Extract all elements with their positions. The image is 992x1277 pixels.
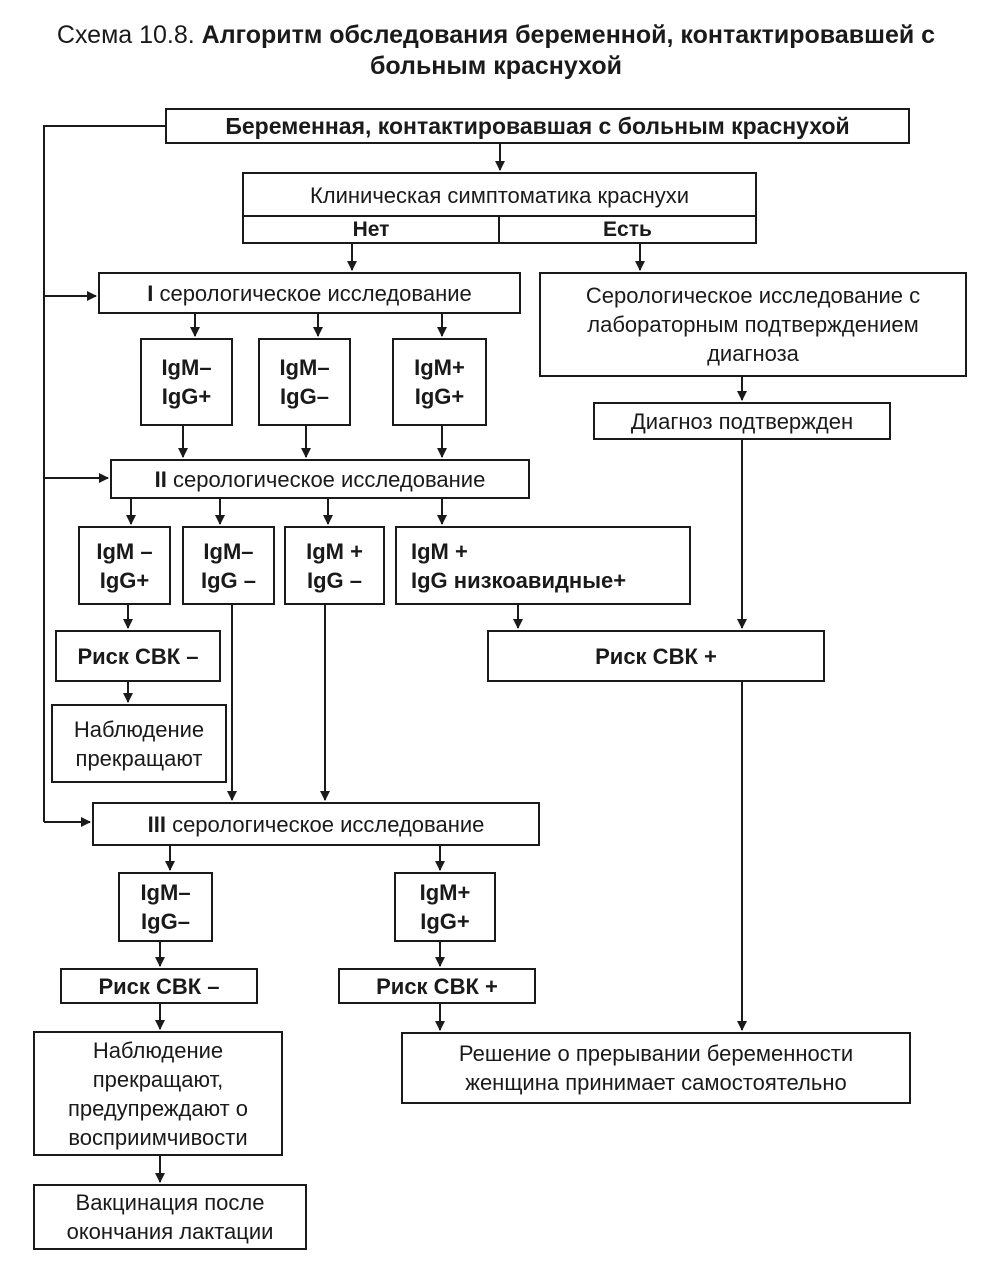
node-s2-c: IgM + IgG – <box>284 526 385 605</box>
sero1-num: I <box>147 280 154 306</box>
node-s3-a: IgM– IgG– <box>118 872 213 942</box>
sero1-text: серологическое исследование <box>153 280 472 306</box>
node-no: Нет <box>242 215 500 244</box>
node-s2-a: IgM – IgG+ <box>78 526 171 605</box>
node-vaccination: Вакцинация после окончания лактации <box>33 1184 307 1250</box>
node-sero-confirm: Серологическое исследование с лабораторн… <box>539 272 967 377</box>
node-observe-stop-1: Наблюдение прекращают <box>51 704 227 783</box>
node-s2-b: IgM– IgG – <box>182 526 275 605</box>
title-prefix: Схема 10.8. <box>56 21 202 49</box>
node-s3-b: IgM+ IgG+ <box>394 872 496 942</box>
loop-line <box>43 125 165 822</box>
node-sero1: I серологическое исследование <box>98 272 521 314</box>
title-bold-line2: больным краснухой <box>369 52 623 80</box>
node-observe-stop-2: Наблюдение прекращают, предупреждают о в… <box>33 1031 283 1156</box>
sero3-num: III <box>147 811 166 837</box>
node-s1-b: IgM– IgG– <box>258 338 351 426</box>
node-risk-pos-1: Риск СВК + <box>487 630 825 682</box>
node-start: Беременная, контактировавшая с больным к… <box>165 108 910 144</box>
node-diag-confirmed: Диагноз подтвержден <box>593 402 891 440</box>
node-yes: Есть <box>498 215 757 244</box>
node-risk-neg-1: Риск СВК – <box>55 630 221 682</box>
node-s1-c: IgM+ IgG+ <box>392 338 487 426</box>
sero3-text: серологическое исследование <box>165 811 485 837</box>
node-sero3: III серологическое исследование <box>92 802 540 846</box>
node-symptoms: Клиническая симптоматика краснухи <box>242 172 757 216</box>
sero2-num: II <box>154 466 167 492</box>
node-sero2: II серологическое исследование <box>110 459 530 499</box>
node-s2-d: IgM + IgG низкоавидные+ <box>395 526 691 605</box>
diagram-title: Схема 10.8. Алгоритм обследования береме… <box>0 20 992 82</box>
node-s1-a: IgM– IgG+ <box>140 338 233 426</box>
node-decision: Решение о прерывании беременности женщин… <box>401 1032 911 1104</box>
node-risk-pos-2: Риск СВК + <box>338 968 536 1004</box>
node-risk-neg-2: Риск СВК – <box>60 968 258 1004</box>
title-bold-line1: Алгоритм обследования беременной, контак… <box>201 21 936 49</box>
sero2-text: серологическое исследование <box>166 466 486 492</box>
